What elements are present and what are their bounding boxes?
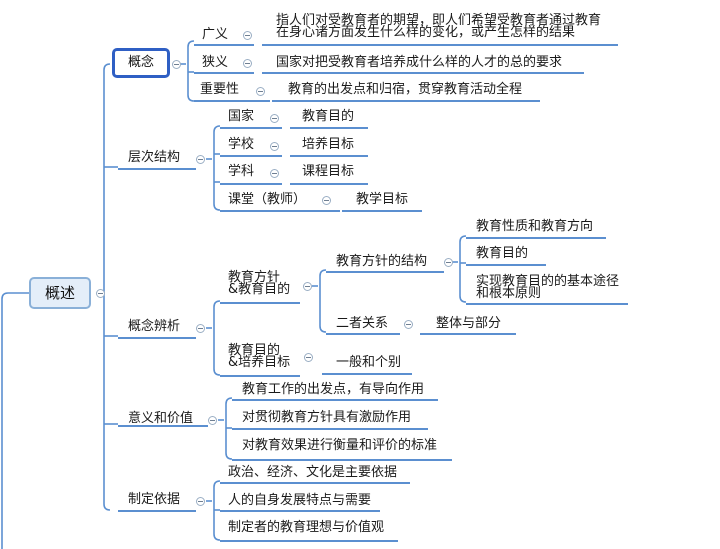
concept-broad-label[interactable]: 广义 — [202, 27, 229, 42]
concept-broad-detail[interactable]: 指人们对受教育者的期望，即人们希望受教育者通过教育 在身心诸方面发生什么样的变化… — [276, 13, 602, 40]
node-underline — [290, 183, 368, 185]
node-underline — [220, 127, 282, 129]
collapse-icon[interactable] — [270, 114, 279, 123]
concept-importance-label[interactable]: 重要性 — [200, 82, 240, 97]
node-underline — [272, 100, 540, 102]
purpose-vs-goal-detail[interactable]: 一般和个别 — [336, 355, 402, 370]
concept-narrow-detail[interactable]: 国家对把受教育者培养成什么样的人才的总的要求 — [276, 55, 563, 70]
collapse-icon[interactable] — [270, 169, 279, 178]
hierarchy-state-label[interactable]: 国家 — [228, 109, 255, 124]
collapse-icon[interactable] — [208, 416, 217, 425]
collapse-icon[interactable] — [270, 142, 279, 151]
collapse-icon[interactable] — [444, 258, 453, 267]
node-underline — [466, 264, 546, 266]
root-node[interactable]: 概述 — [29, 277, 91, 309]
node-underline — [322, 373, 412, 375]
collapse-icon[interactable] — [322, 196, 331, 205]
node-underline — [466, 303, 628, 305]
collapse-icon[interactable] — [243, 31, 252, 40]
node-underline — [232, 428, 428, 430]
policy-structure-item-1[interactable]: 教育性质和教育方向 — [476, 219, 594, 234]
node-underline — [220, 482, 410, 484]
node-underline — [326, 271, 444, 273]
significance-item-3[interactable]: 对教育效果进行衡量和评价的标准 — [242, 438, 438, 453]
collapse-icon[interactable] — [304, 353, 313, 362]
basis-item-2[interactable]: 人的自身发展特点与需要 — [228, 493, 372, 508]
node-underline — [194, 44, 254, 46]
branch-hierarchy-label[interactable]: 层次结构 — [128, 150, 181, 165]
concept-narrow-label[interactable]: 狭义 — [202, 55, 229, 70]
node-underline — [290, 127, 368, 129]
policy-vs-purpose-label[interactable]: 教育方针 &教育目的 — [228, 270, 291, 297]
collapse-icon[interactable] — [256, 87, 265, 96]
node-underline — [262, 44, 618, 46]
branch-distinction-label[interactable]: 概念辨析 — [128, 319, 181, 334]
hierarchy-state-detail[interactable]: 教育目的 — [302, 109, 355, 124]
node-underline — [262, 72, 584, 74]
node-underline — [220, 540, 398, 542]
node-underline — [220, 375, 300, 377]
policy-structure-item-2[interactable]: 教育目的 — [476, 246, 529, 261]
branch-concept-node[interactable]: 概念 — [112, 48, 170, 78]
hierarchy-school-detail[interactable]: 培养目标 — [302, 137, 355, 152]
node-underline — [326, 333, 400, 335]
collapse-icon[interactable] — [404, 320, 413, 329]
basis-item-3[interactable]: 制定者的教育理想与价值观 — [228, 520, 385, 535]
concept-importance-detail[interactable]: 教育的出发点和归宿，贯穿教育活动全程 — [288, 82, 523, 97]
collapse-icon[interactable] — [196, 155, 205, 164]
node-underline — [118, 168, 196, 170]
hierarchy-subject-label[interactable]: 学科 — [228, 164, 255, 179]
node-underline — [290, 155, 368, 157]
node-underline — [232, 399, 438, 401]
collapse-icon[interactable] — [196, 324, 205, 333]
hierarchy-school-label[interactable]: 学校 — [228, 137, 255, 152]
node-underline — [118, 510, 196, 512]
node-underline — [420, 333, 516, 335]
node-underline — [466, 237, 606, 239]
relation-label[interactable]: 二者关系 — [336, 316, 389, 331]
branch-basis-label[interactable]: 制定依据 — [128, 492, 181, 507]
purpose-vs-goal-label[interactable]: 教育目的 &培养目标 — [228, 343, 291, 370]
collapse-icon[interactable] — [303, 282, 312, 291]
collapse-icon[interactable] — [96, 289, 105, 298]
node-underline — [118, 425, 208, 427]
node-underline — [220, 510, 380, 512]
node-underline — [220, 210, 340, 212]
policy-structure-label[interactable]: 教育方针的结构 — [336, 254, 428, 269]
hierarchy-subject-detail[interactable]: 课程目标 — [302, 164, 355, 179]
collapse-icon[interactable] — [243, 59, 252, 68]
significance-item-1[interactable]: 教育工作的出发点，有导向作用 — [242, 382, 425, 397]
relation-detail[interactable]: 整体与部分 — [436, 316, 502, 331]
node-underline — [118, 337, 196, 339]
node-underline — [220, 183, 282, 185]
node-underline — [194, 100, 270, 102]
collapse-icon[interactable] — [172, 60, 181, 69]
node-underline — [232, 459, 452, 461]
node-underline — [220, 155, 282, 157]
hierarchy-class-label[interactable]: 课堂（教师） — [228, 192, 307, 207]
node-underline — [220, 302, 300, 304]
collapse-icon[interactable] — [196, 497, 205, 506]
basis-item-1[interactable]: 政治、经济、文化是主要依据 — [228, 465, 398, 480]
node-underline — [342, 210, 422, 212]
hierarchy-class-detail[interactable]: 教学目标 — [356, 192, 409, 207]
node-underline — [194, 72, 254, 74]
policy-structure-item-3[interactable]: 实现教育目的的基本途径 和根本原则 — [476, 274, 620, 301]
branch-significance-label[interactable]: 意义和价值 — [128, 411, 194, 426]
significance-item-2[interactable]: 对贯彻教育方针具有激励作用 — [242, 410, 412, 425]
